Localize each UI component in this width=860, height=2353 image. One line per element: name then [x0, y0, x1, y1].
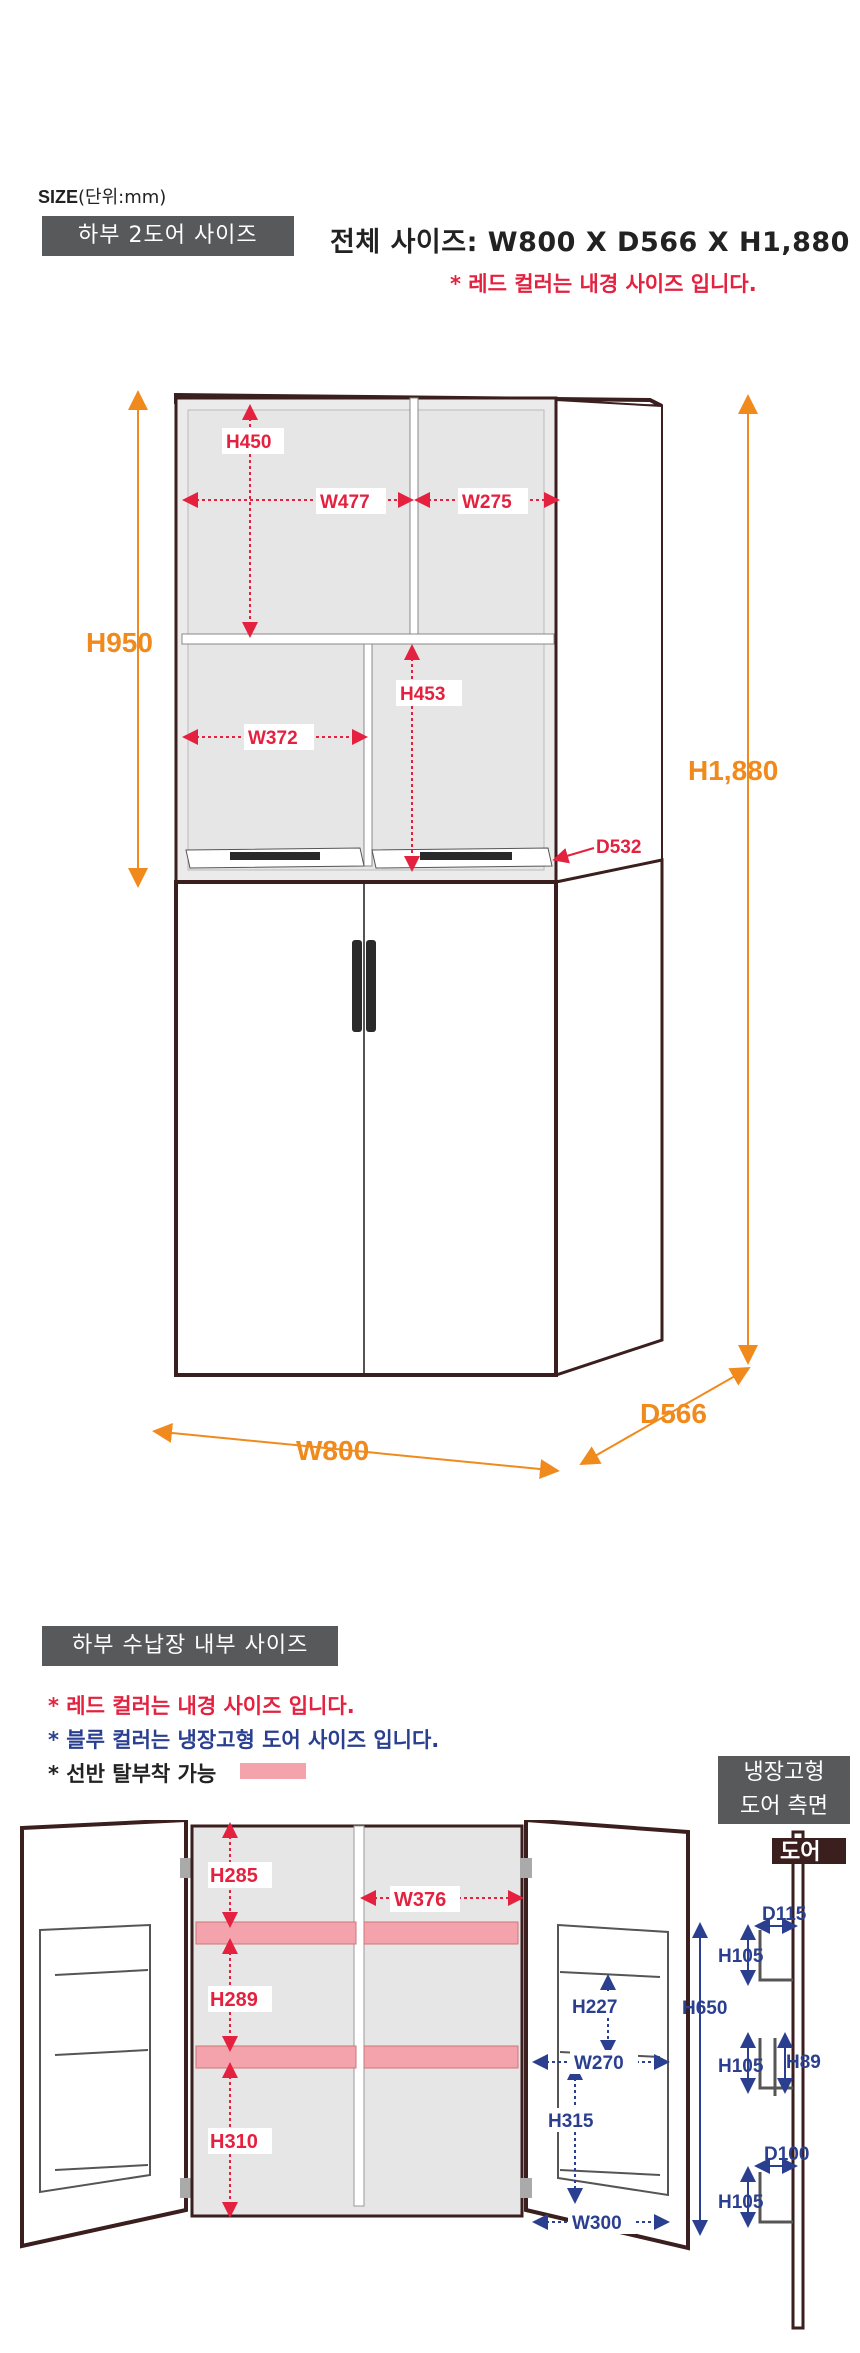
tray-left-handle: [230, 852, 320, 860]
left-door-rack: [39, 1923, 151, 2194]
h89-label: H89: [786, 2052, 821, 2073]
d100-label: D100: [764, 2144, 809, 2165]
side-tag: 냉장고형 도어 측면: [718, 1756, 850, 1824]
right-hinge-bottom: [520, 2178, 532, 2198]
w477-bg: [316, 488, 386, 514]
w477-label: W477: [320, 492, 370, 513]
w800-arrow: [152, 1423, 560, 1479]
h450-bg: [222, 428, 284, 454]
left-rack-bar-3: [54, 2164, 149, 2171]
side-tag-line1: 냉장고형: [743, 1760, 825, 1785]
door-side-profile: [791, 1830, 805, 2330]
tray-right-handle: [420, 852, 512, 860]
door-handle-left: [352, 940, 362, 1032]
w800-label: W800: [296, 1435, 369, 1466]
h950-label: H950: [86, 627, 153, 658]
cabinet-side-lower: [554, 858, 664, 1378]
h227-label: H227: [572, 1997, 617, 2018]
h105b-label: H105: [718, 2056, 764, 2077]
inner-size-note: * 레드 컬러는 내경 사이즈 입니다.: [450, 272, 757, 296]
door-label-bg: [772, 1838, 846, 1864]
h315-label: H315: [548, 2111, 594, 2132]
w372-label: W372: [248, 728, 298, 749]
shelf-upper-left: [195, 1921, 357, 1945]
shelf-upper-right: [363, 1921, 519, 1945]
total-size-text: 전체 사이즈: W800 X D566 X H1,880: [330, 227, 850, 258]
w270-bg: [570, 2050, 638, 2074]
shelf-lower-left: [195, 2045, 357, 2069]
h289-bg: [208, 1986, 272, 2012]
d566-label: D566: [640, 1398, 707, 1429]
left-hinge-top: [180, 1858, 192, 1878]
h1880-label: H1,880: [688, 755, 778, 786]
side-tag-line2: 도어 측면: [740, 1794, 828, 1819]
h285-bg: [208, 1862, 272, 1888]
h289-label: H289: [210, 1989, 258, 2011]
door-label: 도어: [780, 1840, 820, 1865]
h227-bg: [568, 1994, 632, 2018]
shelf-swatch: [240, 1763, 306, 1779]
rack-profile-1: [758, 1930, 793, 1982]
cabinet-side-upper: [555, 398, 663, 884]
h105a-label: H105: [718, 1946, 764, 1967]
w372-bg: [244, 724, 314, 750]
d566-arrow: [579, 1367, 751, 1465]
lower-blue-note: * 블루 컬러는 냉장고형 도어 사이즈 입니다.: [48, 1728, 440, 1752]
section-tag-lower: 하부 수납장 내부 사이즈: [42, 1626, 339, 1666]
upper-divider-bottom: [363, 643, 373, 867]
h310-label: H310: [210, 2131, 258, 2153]
h450-label: H450: [226, 432, 271, 453]
rack-profile-3: [758, 2172, 793, 2224]
shelf-note: * 선반 탈부착 가능: [48, 1762, 217, 1786]
middle-shelf: [181, 633, 555, 645]
left-hinge-bottom: [180, 2178, 192, 2198]
w376-label: W376: [394, 1889, 446, 1911]
lower-cabinet-diagram: H285 W376 H289 H310 H227 W270 H315 W300 …: [20, 1820, 846, 2330]
d532-arrow: [552, 847, 595, 864]
lower-red-note: * 레드 컬러는 내경 사이즈 입니다.: [48, 1694, 355, 1718]
w275-label: W275: [462, 492, 512, 513]
left-rack-bar-2: [54, 2049, 149, 2056]
d532-label: D532: [596, 837, 641, 858]
size-label-unit: (단위:mm): [78, 187, 167, 208]
interior-divider: [353, 1825, 365, 2207]
w275-bg: [458, 488, 528, 514]
size-unit-label: SIZE(단위:mm): [38, 183, 166, 209]
h310-bg: [208, 2128, 272, 2154]
d115-label: D115: [762, 1904, 807, 1925]
h453-label: H453: [400, 684, 445, 705]
door-handle-right: [366, 940, 376, 1032]
right-hinge-top: [520, 1858, 532, 1878]
section-tag-2door: 하부 2도어 사이즈: [42, 216, 294, 256]
cabinet-diagram: H950 H1,880 W800 D566 H450 W477 W275 H45…: [86, 390, 778, 1479]
shelf-lower-right: [363, 2045, 519, 2069]
w376-bg: [390, 1886, 460, 1912]
h285-label: H285: [210, 1865, 258, 1887]
w300-label: W300: [572, 2213, 622, 2234]
upper-divider-top: [409, 397, 419, 635]
w270-label: W270: [574, 2053, 624, 2074]
w300-bg: [568, 2210, 636, 2234]
size-label-bold: SIZE: [38, 187, 79, 207]
h105c-label: H105: [718, 2192, 764, 2213]
h650-label: H650: [682, 1998, 727, 2019]
left-rack-bar-1: [54, 1969, 149, 1976]
h453-bg: [396, 680, 462, 706]
h315-bg: [544, 2108, 608, 2132]
